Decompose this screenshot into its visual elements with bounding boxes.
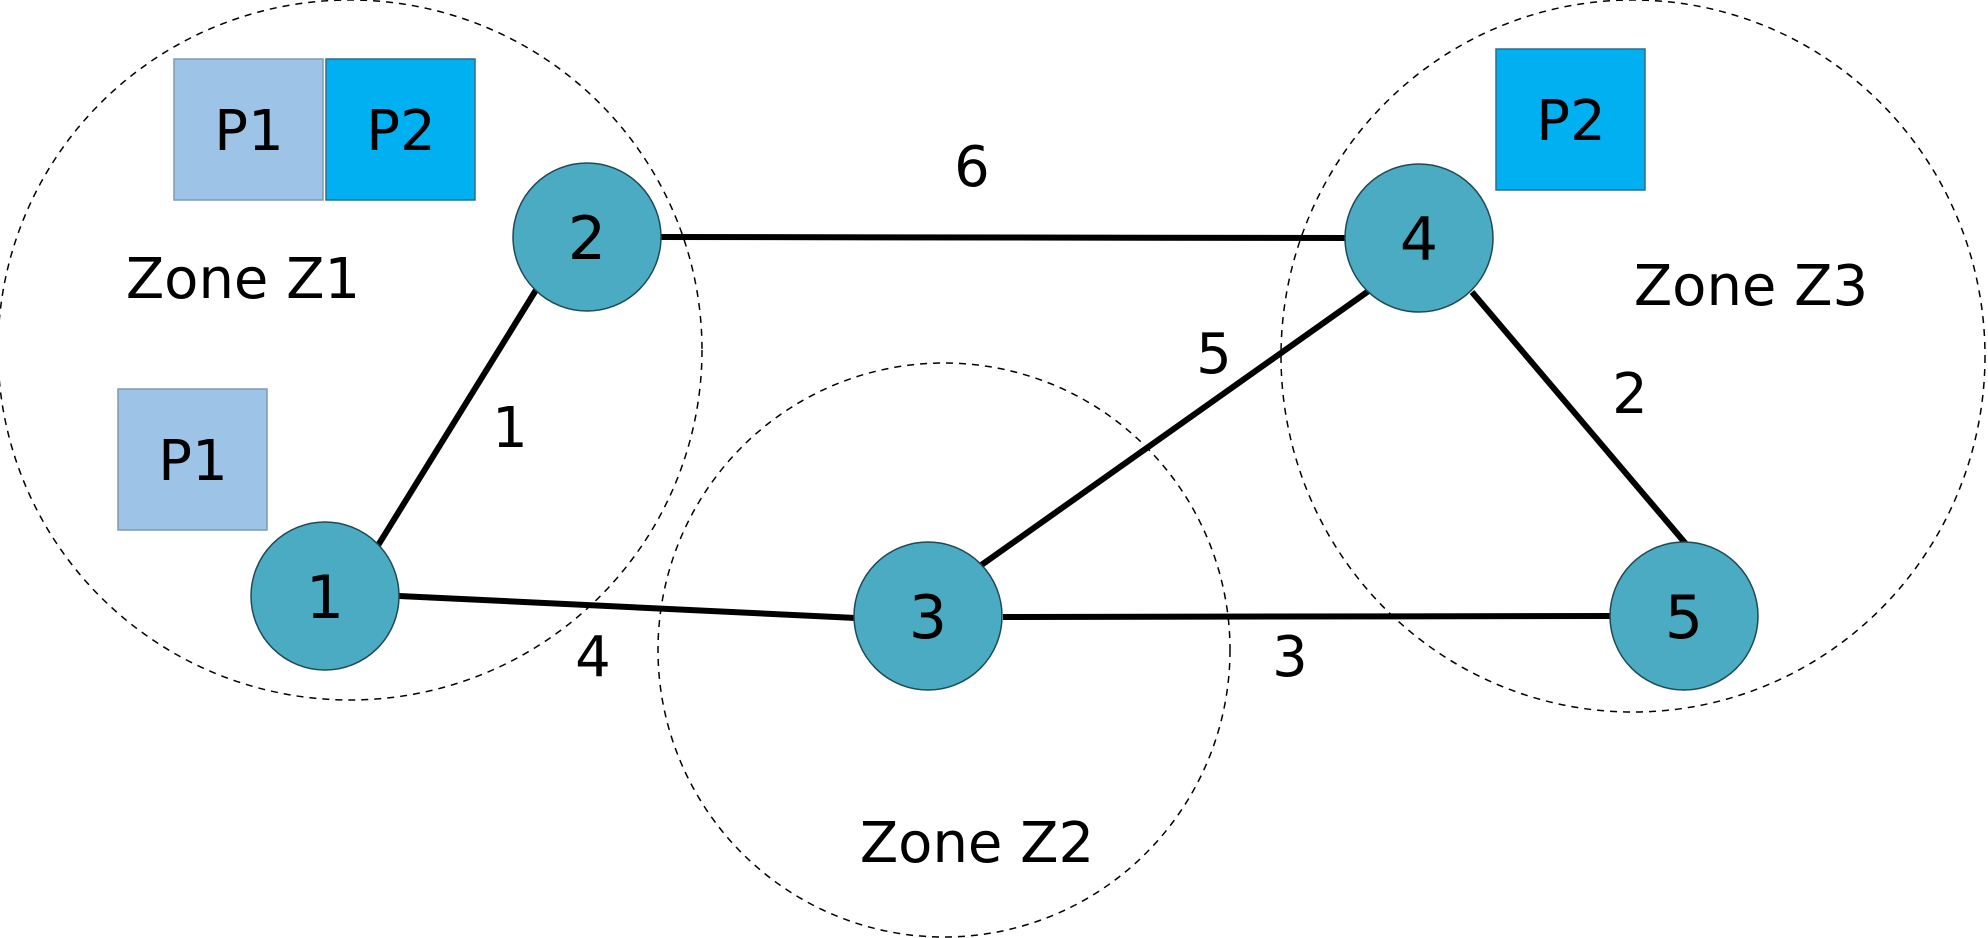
p1-box-node-1 bbox=[117, 388, 268, 531]
edge-1-2 bbox=[374, 288, 539, 549]
edge-1-2-weight: 1 bbox=[492, 396, 528, 461]
node-1-label: 1 bbox=[306, 563, 344, 633]
node-4-label: 4 bbox=[1400, 205, 1438, 275]
edge-1-3 bbox=[398, 593, 857, 621]
p2-box-zone-z1 bbox=[325, 58, 476, 201]
edge-1-3-weight: 4 bbox=[575, 625, 611, 690]
node-2-label: 2 bbox=[568, 204, 606, 274]
edge-3-4-weight: 5 bbox=[1196, 322, 1232, 387]
node-3-label: 3 bbox=[909, 583, 947, 653]
node-5: 5 bbox=[1609, 541, 1759, 691]
node-1: 1 bbox=[250, 521, 400, 671]
zone-z2-label: Zone Z2 bbox=[860, 811, 1094, 876]
node-5-label: 5 bbox=[1665, 583, 1703, 653]
edge-3-4 bbox=[978, 287, 1372, 569]
node-2: 2 bbox=[512, 162, 662, 312]
edge-2-4-weight: 6 bbox=[954, 135, 990, 200]
p1-box-node-1-label: P1 bbox=[158, 429, 227, 494]
zone-z1-label: Zone Z1 bbox=[126, 247, 360, 312]
node-3: 3 bbox=[853, 541, 1003, 691]
edge-2-4 bbox=[659, 234, 1349, 241]
p1-box-zone-z1 bbox=[173, 58, 324, 201]
edge-3-5-weight: 3 bbox=[1272, 625, 1308, 690]
p1-box-zone-z1-label: P1 bbox=[214, 99, 283, 164]
edge-4-5 bbox=[1469, 290, 1689, 546]
zone-z3-label: Zone Z3 bbox=[1634, 254, 1868, 319]
p2-box-zone-z1-label: P2 bbox=[366, 99, 435, 164]
zone-z1-boundary bbox=[0, 0, 703, 701]
node-4: 4 bbox=[1344, 163, 1494, 313]
p2-box-zone-z3 bbox=[1495, 48, 1646, 191]
zone-z2-boundary bbox=[657, 362, 1231, 938]
edge-4-5-weight: 2 bbox=[1612, 362, 1648, 427]
p2-box-zone-z3-label: P2 bbox=[1536, 89, 1605, 154]
edge-3-5 bbox=[1002, 613, 1612, 620]
